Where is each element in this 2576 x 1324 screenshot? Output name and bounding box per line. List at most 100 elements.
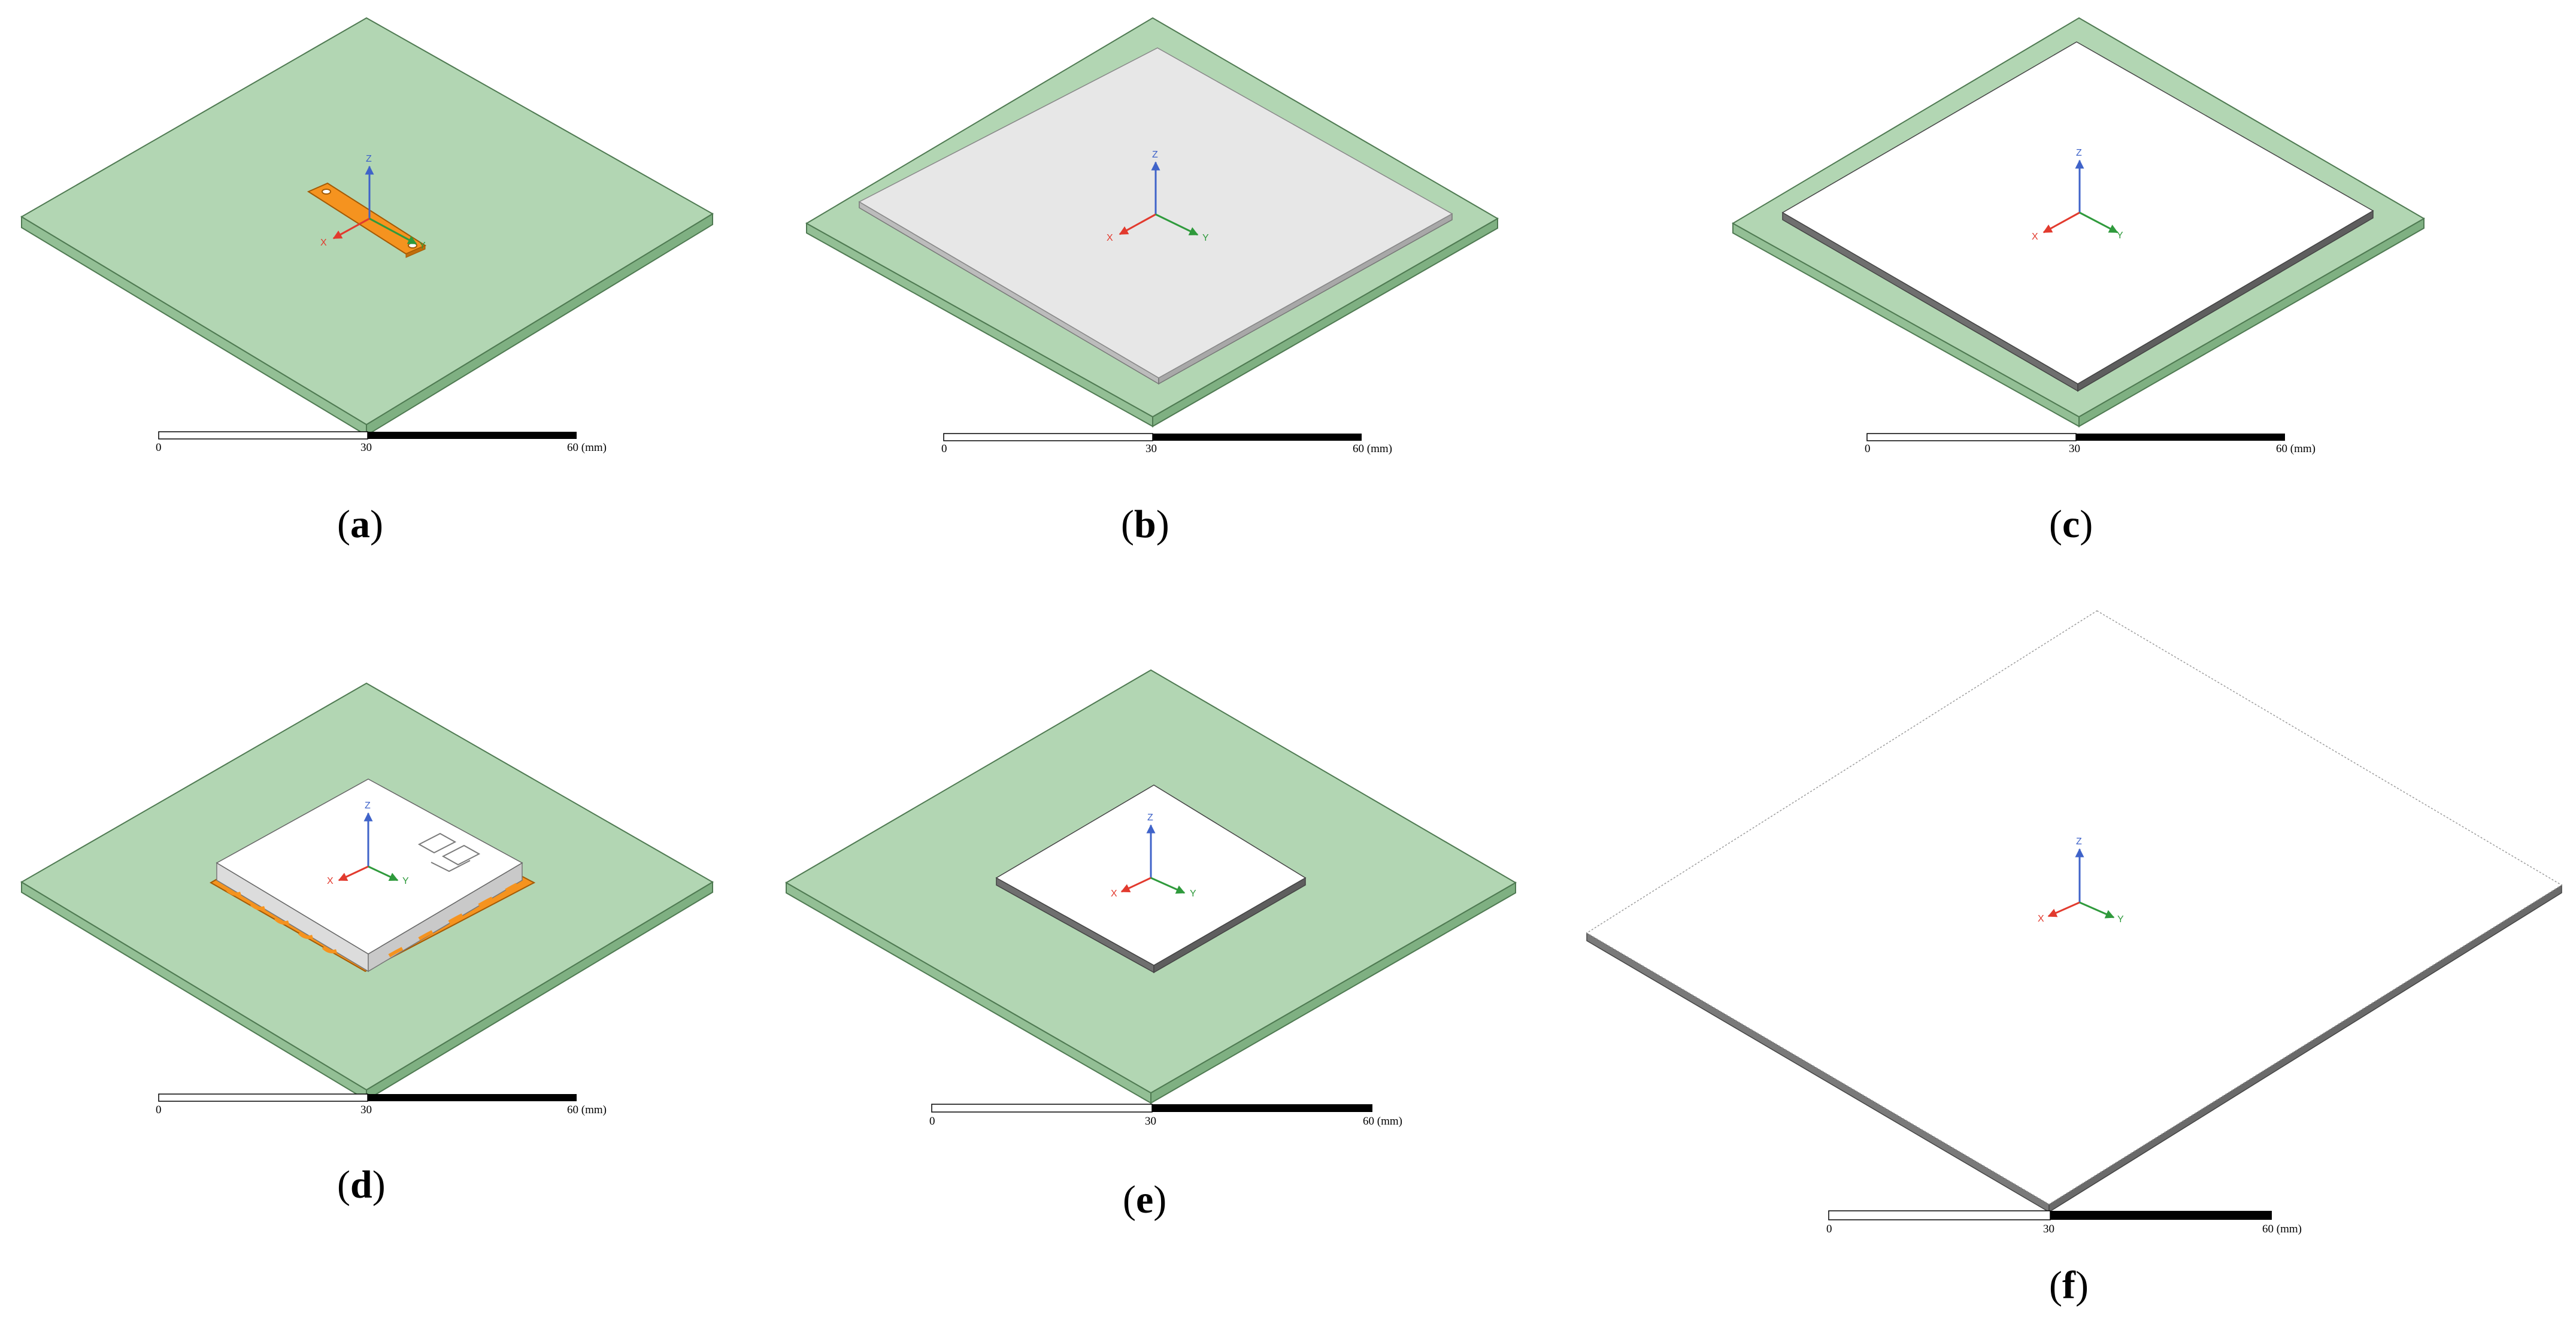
- white-layer: [1781, 41, 2374, 392]
- x-axis-label: X: [1111, 889, 1117, 899]
- x-axis-arrow: [2042, 211, 2080, 234]
- scale-tick-60: 60 (mm): [567, 441, 607, 454]
- z-axis-label: Z: [2076, 148, 2082, 158]
- y-axis-arrow: [2079, 211, 2119, 234]
- grey-layer: [858, 47, 1453, 385]
- x-axis-arrow: [332, 217, 370, 240]
- scale-tick-0: 0: [929, 1115, 935, 1128]
- scale-tick-30: 30: [2043, 1223, 2054, 1235]
- axis-triad: Z X Y: [327, 801, 409, 886]
- axis-triad: Z X Y: [1111, 813, 1196, 899]
- axis-triad: Z X Y: [2032, 148, 2123, 242]
- y-axis-arrow: [1150, 877, 1186, 894]
- scale-tick-0: 0: [156, 1104, 162, 1116]
- z-axis-label: Z: [365, 801, 371, 811]
- copper-teeth-right: [388, 883, 518, 958]
- scale-tick-60: 60 (mm): [2276, 443, 2316, 455]
- panel-label-letter: b: [1134, 502, 1156, 546]
- y-axis-label: Y: [419, 241, 426, 251]
- scale-tick-0: 0: [1865, 443, 1871, 455]
- scale-bar-black-segment: [1152, 1104, 1372, 1112]
- x-axis-arrow: [1119, 213, 1156, 235]
- scale-tick-30: 30: [2069, 443, 2080, 455]
- scale-bar-black-segment: [1153, 434, 1362, 441]
- scale-bar-white-segment: [931, 1104, 1153, 1113]
- z-axis-label: Z: [366, 154, 372, 164]
- y-axis-arrow: [1155, 213, 1199, 236]
- x-axis-label: X: [2032, 232, 2038, 242]
- y-axis-label: Y: [2117, 231, 2123, 241]
- axis-triad: Z X Y: [320, 154, 426, 251]
- y-axis-label: Y: [1202, 233, 1209, 243]
- y-axis-arrow: [2079, 901, 2115, 919]
- scale-bar-white-segment: [158, 431, 368, 440]
- scale-bar-white-segment: [1866, 433, 2077, 441]
- y-axis-arrow: [368, 865, 399, 881]
- scale-tick-0: 0: [1826, 1223, 1832, 1235]
- panel-d: Z X Y 0 30 60 (mm) (d): [20, 682, 714, 1207]
- x-axis-label: X: [2038, 914, 2044, 924]
- panel-label-letter: a: [350, 502, 370, 546]
- panel-e: Z X Y 0 30 60 (mm) (e): [785, 669, 1517, 1222]
- panel-label: (d): [337, 1163, 386, 1207]
- scale-tick-60: 60 (mm): [1363, 1115, 1402, 1128]
- x-axis-arrow: [2047, 901, 2080, 917]
- x-axis-arrow: [338, 865, 369, 881]
- panel-label-letter: e: [1136, 1178, 1153, 1222]
- y-axis-label: Y: [2117, 914, 2124, 925]
- scale-tick-30: 30: [1145, 1115, 1156, 1128]
- scale-tick-60: 60 (mm): [567, 1104, 607, 1116]
- scale-bar-white-segment: [1828, 1210, 2051, 1220]
- panel-label: (a): [337, 502, 383, 546]
- panel-b: Z X Y 0 30 60 (mm) (b): [805, 17, 1499, 546]
- scale-tick-30: 30: [360, 441, 372, 454]
- scale-tick-0: 0: [941, 443, 947, 455]
- scale-bar: 0 30 60 (mm): [929, 1104, 1402, 1128]
- scale-bar: 0 30 60 (mm): [156, 431, 607, 454]
- white-sheet: [1586, 610, 2563, 1213]
- panel-label-letter: c: [2062, 502, 2080, 546]
- scale-tick-60: 60 (mm): [1353, 443, 1392, 455]
- axis-triad: Z X Y: [2038, 837, 2124, 925]
- y-axis-label: Y: [402, 876, 409, 886]
- scale-bar-black-segment: [2076, 434, 2285, 441]
- scale-bar: 0 30 60 (mm): [941, 433, 1392, 455]
- z-axis-label: Z: [1147, 813, 1153, 823]
- scale-bar-white-segment: [158, 1093, 368, 1102]
- via-hole: [322, 189, 331, 195]
- scale-bar-black-segment: [368, 432, 577, 439]
- panel-label: (e): [1123, 1178, 1166, 1222]
- panel-f: Z X Y 0 30 60 (mm) (f): [1586, 610, 2563, 1307]
- scale-bar: 0 30 60 (mm): [1865, 433, 2316, 455]
- panel-label: (b): [1121, 502, 1169, 546]
- x-axis-label: X: [320, 238, 327, 248]
- scale-bar: 0 30 60 (mm): [1826, 1210, 2302, 1235]
- y-axis-label: Y: [1190, 889, 1196, 899]
- panel-a: Z X Y 0 30 60 (mm) (a): [20, 17, 714, 546]
- x-axis-label: X: [1107, 233, 1113, 243]
- copper-strip: [307, 182, 427, 258]
- scale-tick-30: 30: [1145, 443, 1157, 455]
- scale-tick-0: 0: [156, 441, 162, 454]
- panel-c: Z X Y 0 30 60 (mm) (c): [1731, 17, 2425, 546]
- x-axis-label: X: [327, 876, 334, 886]
- scale-bar: 0 30 60 (mm): [156, 1093, 607, 1116]
- z-axis-label: Z: [2076, 837, 2082, 847]
- scale-tick-60: 60 (mm): [2262, 1223, 2302, 1235]
- scale-bar-black-segment: [2050, 1211, 2272, 1220]
- scale-bar-white-segment: [943, 433, 1153, 441]
- copper-teeth-left: [226, 888, 337, 954]
- logo-mark: [417, 832, 481, 872]
- panel-label-letter: f: [2062, 1264, 2076, 1307]
- panel-label: (c): [2049, 502, 2093, 546]
- x-axis-arrow: [1120, 877, 1151, 893]
- y-axis-arrow: [369, 217, 417, 245]
- panel-label-letter: d: [350, 1163, 372, 1207]
- axis-triad: Z X Y: [1107, 150, 1209, 243]
- panel-label: (f): [2049, 1264, 2089, 1307]
- scale-bar-black-segment: [368, 1094, 577, 1101]
- scale-tick-30: 30: [360, 1104, 372, 1116]
- z-axis-label: Z: [1152, 150, 1158, 160]
- sheet-top: [1586, 610, 2563, 1205]
